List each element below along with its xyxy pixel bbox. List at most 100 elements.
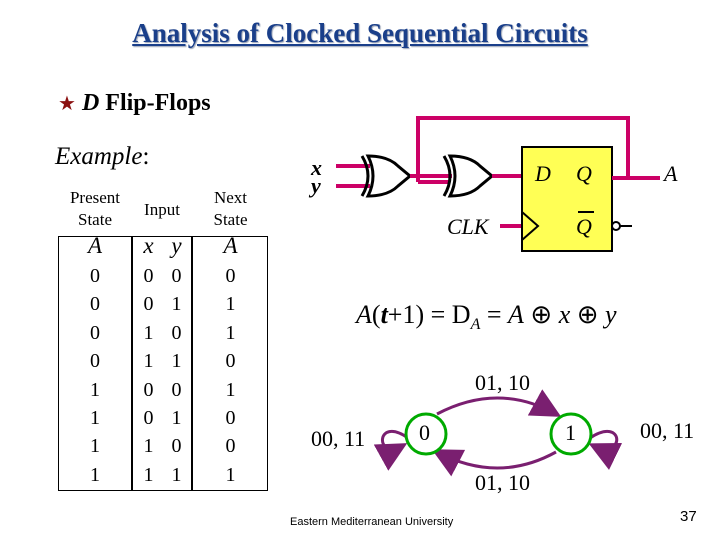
table-cell: 1 (90, 463, 100, 486)
eq-sub-a: A (470, 316, 481, 334)
header-present-state: Present State (58, 187, 132, 231)
table-cell: 1 (90, 407, 100, 430)
table-cell: 1 (90, 435, 100, 458)
state-0-label: 0 (419, 420, 430, 445)
xor-gate-1-icon (365, 154, 413, 198)
eq-x: x (558, 300, 571, 329)
page-number: 37 (680, 508, 697, 525)
header-input: Input (144, 200, 180, 219)
column-a: 0 0 0 0 1 1 1 1 (58, 262, 132, 489)
arrow-0-to-1 (436, 389, 562, 417)
table-cell: 0 (225, 435, 236, 458)
eq-equals: = (480, 300, 509, 329)
xor-symbol-icon: ⊕ (530, 300, 553, 329)
eq-paren: ( (371, 300, 381, 329)
xor-gate-1-back-icon (360, 155, 370, 197)
table-cell: 1 (171, 463, 182, 486)
d-label: D (535, 161, 551, 186)
table-cell: 0 (90, 350, 100, 373)
example-label: Example: (55, 143, 149, 171)
table-cell: 0 (171, 321, 182, 344)
table-cell: 0 (225, 350, 236, 373)
eq-y: y (605, 300, 617, 329)
column-y: 0 1 0 1 0 1 0 1 (164, 262, 189, 489)
table-cell: 0 (225, 407, 236, 430)
header-next-line1: Next (213, 188, 248, 207)
header-next-state: Next State (193, 187, 268, 231)
star-bullet-icon: ★ (58, 93, 76, 115)
subheader-y: y (171, 233, 182, 258)
state-table: Present State Input Next State A x y A 0… (58, 183, 268, 491)
table-cell: 0 (143, 378, 154, 401)
d-flipflop-box (521, 146, 613, 252)
table-cell: 0 (171, 378, 182, 401)
table-cell: 1 (225, 378, 236, 401)
example-word: Example (55, 143, 143, 170)
table-cell: 0 (143, 265, 154, 287)
table-cell: 0 (143, 293, 154, 316)
table-cell: 1 (171, 350, 182, 373)
table-cell: 1 (143, 350, 154, 373)
subheader-a-next: A (223, 233, 238, 258)
table-cell-bg (193, 237, 267, 490)
q-label: Q (576, 161, 592, 186)
bullet-text: Flip-Flops (105, 90, 211, 116)
state-node-1 (549, 412, 593, 456)
self-loop-0-label: 00, 11 (311, 426, 366, 451)
xor-gate-2-back-icon (442, 155, 452, 197)
transition-bottom-label: 01, 10 (475, 470, 530, 495)
table-cell: 1 (171, 293, 182, 316)
table-cell: 1 (225, 293, 236, 316)
y-label: y (311, 173, 321, 198)
subheader-x: x (143, 233, 154, 258)
table-cell: 1 (171, 407, 182, 430)
eq-a: A (356, 300, 372, 329)
bullet-d-flipflops: ★D Flip-Flops (58, 90, 211, 117)
x-label: x (311, 155, 322, 180)
next-state-equation: A(t+1) = DA = A ⊕ x ⊕ y (356, 300, 617, 334)
table-cell: 1 (143, 463, 154, 486)
bullet-italic-d: D (81, 90, 100, 116)
self-loop-1 (588, 430, 623, 470)
footer-university: Eastern Mediterranean University (290, 516, 454, 528)
state-node-0 (404, 412, 448, 456)
table-cell-bg (133, 237, 191, 490)
eq-d: +1) = D (387, 300, 471, 329)
table-cell-bg (59, 237, 131, 490)
state-1-label: 1 (565, 420, 576, 445)
header-next-line2: State (213, 210, 248, 229)
table-cell: 0 (171, 265, 182, 287)
header-present-line2: State (78, 210, 112, 229)
feedback-wire (416, 116, 630, 184)
example-colon: : (142, 143, 150, 170)
xor-symbol-icon: ⊕ (576, 300, 599, 329)
xor-gate-2-icon (447, 154, 495, 198)
clk-label: CLK (447, 214, 489, 239)
table-cell: 0 (225, 265, 236, 287)
table-cell: 1 (143, 435, 154, 458)
table-cell: 1 (90, 378, 100, 401)
table-cell: 0 (171, 435, 182, 458)
column-x: 0 0 1 1 0 0 1 1 (136, 262, 161, 489)
table-cell: 0 (90, 321, 100, 344)
subheader-a: A (87, 233, 103, 258)
table-cell: 1 (143, 321, 154, 344)
table-cell: 0 (90, 293, 100, 316)
eq-rhs-a: A (508, 300, 524, 329)
eq-t: t (380, 300, 388, 329)
table-cell: 1 (225, 321, 236, 344)
circuit-input-labels: x y (311, 155, 322, 198)
table-cell: 0 (143, 407, 154, 430)
self-loop-1-label: 00, 11 (640, 418, 695, 443)
clock-triangle-icon (521, 211, 540, 241)
slide-title: Analysis of Clocked Sequential Circuits (132, 18, 588, 48)
transition-top-label: 01, 10 (475, 370, 530, 395)
header-present-line1: Present (69, 188, 121, 207)
arrow-1-to-0 (431, 449, 557, 477)
table-cell: 0 (90, 265, 100, 287)
output-a-label: A (664, 161, 678, 186)
self-loop-0 (373, 430, 409, 471)
